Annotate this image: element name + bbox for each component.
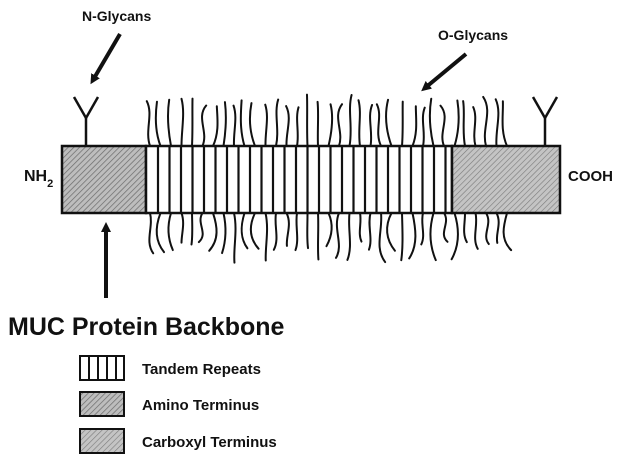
o-glycan-chain xyxy=(295,213,297,250)
o-glycan-chain xyxy=(360,213,362,242)
legend-label-carboxyl-terminus: Carboxyl Terminus xyxy=(142,434,277,451)
o-glycan-chain xyxy=(338,104,342,146)
o-glycan-chain xyxy=(251,213,259,249)
o-glycan-chain xyxy=(402,102,403,146)
o-glycan-chain xyxy=(191,213,192,244)
o-glycan-chain xyxy=(431,213,436,260)
legend: Tandem Repeats Amino Terminus Carboxyl T… xyxy=(80,356,277,453)
o-glycan-chain xyxy=(156,102,161,146)
o-glycan-chain xyxy=(234,213,236,263)
o-glycan-chain xyxy=(486,213,489,244)
o-glycan-chain xyxy=(274,213,277,250)
o-glycan-chain xyxy=(297,107,299,146)
o-glycan-chain xyxy=(169,213,173,250)
o-glycan-chain xyxy=(401,213,402,260)
n-glycans-arrow xyxy=(93,34,120,80)
o-glycan-chain xyxy=(452,213,458,259)
o-glycan-chain xyxy=(276,100,278,146)
o-glycan-chain xyxy=(473,107,475,146)
n-glycan-right xyxy=(533,97,557,146)
amino-terminus-domain xyxy=(62,146,146,213)
backbone-title: MUC Protein Backbone xyxy=(8,313,285,341)
o-glycan-chain xyxy=(241,100,245,146)
o-glycan-chain xyxy=(503,101,507,146)
o-glycan-chain xyxy=(430,99,434,146)
o-glycan-chain xyxy=(265,105,267,146)
o-glycan-chain xyxy=(387,213,395,251)
o-glycan-chain xyxy=(497,213,499,243)
o-glycan-chain xyxy=(287,213,289,246)
o-glycan-chain xyxy=(199,213,203,242)
o-glycans-label: O-Glycans xyxy=(438,27,508,43)
o-glycan-chain xyxy=(440,106,444,146)
o-glycan-chain xyxy=(409,213,415,258)
o-glycan-chain xyxy=(266,213,268,260)
carboxyl-terminus-domain xyxy=(452,146,560,213)
o-glycan-chain xyxy=(209,213,216,251)
o-glycan-chain xyxy=(413,106,417,146)
o-glycan-chain xyxy=(377,104,381,146)
legend-item-carboxyl-terminus: Carboxyl Terminus xyxy=(80,429,277,453)
amino-terminus-swatch xyxy=(80,392,124,416)
o-glycan-chain xyxy=(350,95,352,146)
o-glycan-chain xyxy=(496,99,499,146)
legend-item-amino-terminus: Amino Terminus xyxy=(80,392,259,416)
o-glycan-chain xyxy=(192,99,193,146)
o-glycan-chain xyxy=(149,213,153,253)
carboxyl-terminus-swatch xyxy=(80,429,124,453)
o-glycan-chain xyxy=(347,213,350,260)
n-glycan-left xyxy=(74,97,98,146)
o-glycan-chain xyxy=(307,95,308,146)
legend-label-amino-terminus: Amino Terminus xyxy=(142,397,259,414)
protein-backbone xyxy=(62,146,560,213)
o-glycan-chain xyxy=(286,106,289,146)
o-glycan-chain xyxy=(386,100,391,146)
o-glycans-arrow xyxy=(425,54,466,88)
nh2-label: NH2 xyxy=(24,168,53,190)
o-glycan-chain xyxy=(444,213,448,242)
cooh-label: COOH xyxy=(568,168,613,185)
o-glycan-chain xyxy=(242,213,248,248)
o-glycan-chain xyxy=(336,213,339,258)
o-glycan-chain xyxy=(224,102,226,146)
o-glycan-chain xyxy=(234,106,236,146)
o-glycan-chain xyxy=(463,101,465,146)
o-glycan-chain xyxy=(483,97,487,146)
o-glycan-chain xyxy=(250,103,255,146)
o-glycan-chain xyxy=(326,213,331,246)
o-glycan-chain xyxy=(202,106,206,146)
o-glycan-chain xyxy=(369,213,371,250)
o-glycan-chain xyxy=(307,213,308,248)
o-glycan-chain xyxy=(213,106,218,146)
o-glycan-chain xyxy=(329,104,333,146)
o-glycan-chain xyxy=(157,213,164,252)
o-glycan-chain xyxy=(455,100,459,146)
o-glycan-chain xyxy=(464,213,467,242)
o-glycan-chain xyxy=(182,213,184,243)
tandem-repeats-swatch xyxy=(80,356,124,380)
o-glycan-chain xyxy=(475,213,478,249)
o-glycan-chain xyxy=(423,108,425,146)
legend-item-tandem-repeats: Tandem Repeats xyxy=(80,356,261,380)
o-glycan-chain xyxy=(147,101,150,146)
o-glycan-chain xyxy=(504,213,512,250)
legend-label-tandem-repeats: Tandem Repeats xyxy=(142,361,261,378)
o-glycan-chain xyxy=(222,213,225,253)
o-glycan-chain xyxy=(318,102,319,146)
o-glycan-chain xyxy=(181,99,183,146)
o-glycan-chain xyxy=(168,100,171,146)
o-glycan-chain xyxy=(370,105,372,146)
o-glycan-chain xyxy=(379,213,385,262)
o-glycan-chain xyxy=(359,100,360,146)
n-glycans-label: N-Glycans xyxy=(82,8,151,24)
o-glycan-chain xyxy=(421,213,423,244)
